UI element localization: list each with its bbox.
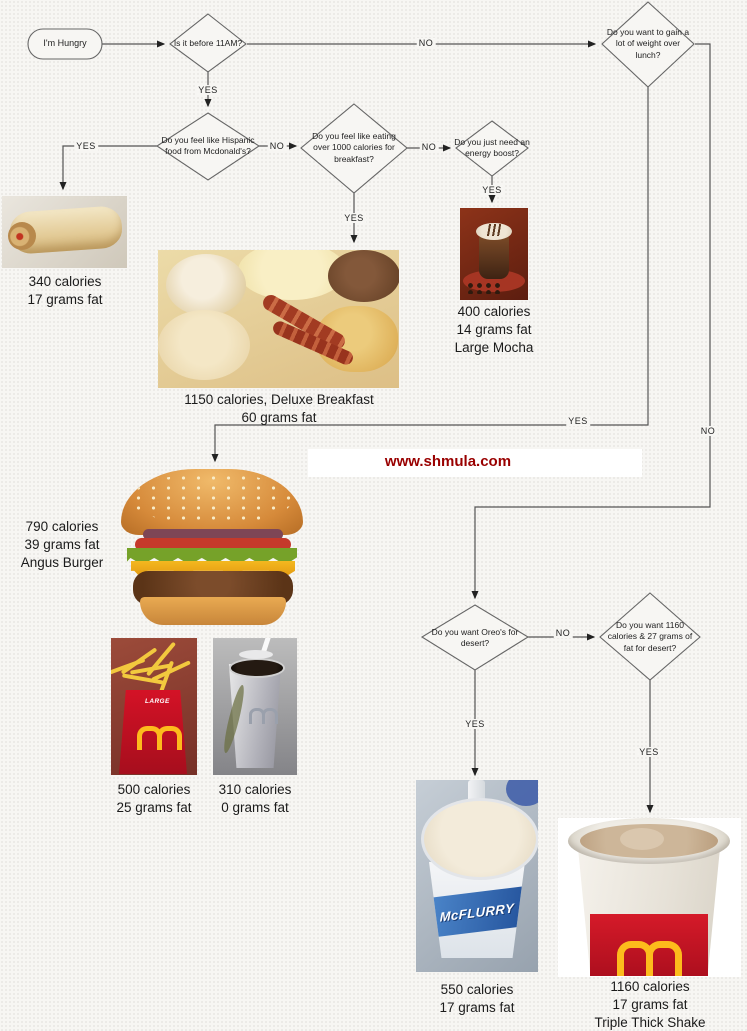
- mcflurry-photo: McFLURRY: [416, 780, 538, 972]
- edge-label-yes-hispanic: YES: [74, 141, 98, 151]
- fries-caption: 500 calories 25 grams fat: [116, 782, 192, 815]
- background-art: [506, 780, 538, 806]
- golden-arches-icon: [249, 708, 278, 724]
- edge-label-yes-fatdesert: YES: [637, 747, 661, 757]
- decision-oreos-shape: [420, 604, 530, 671]
- mcflurry-logo-text: McFLURRY: [439, 899, 515, 925]
- edge-label-yes-gainweight: YES: [566, 416, 590, 426]
- decision-energy-label: Do you just need an energy boost?: [454, 136, 530, 158]
- mcflurry-caption: 550 calories 17 grams fat: [439, 982, 515, 1015]
- edge-label-no-before11: NO: [416, 38, 436, 48]
- tomato-art: [135, 538, 291, 551]
- golden-arches-icon: [616, 941, 682, 976]
- decision-gainweight-label: Do you want to gain a lot of weight over…: [606, 27, 690, 60]
- decision-over1000-shape: [300, 103, 408, 194]
- decision-over1000-label: Do you feel like eating over 1000 calori…: [312, 131, 396, 164]
- decision-before11-shape: [169, 13, 247, 73]
- decision-hispanic-label: Do you feel like Hispanic food from Mcdo…: [161, 134, 255, 156]
- decision-energy-shape: [455, 120, 529, 177]
- edge-yes-hispanic-to-burrito: [59, 145, 157, 191]
- edge-no-gainweight-to-oreos: [471, 43, 711, 600]
- soda-photo: [213, 638, 297, 775]
- decision-hispanic-shape: [155, 112, 261, 181]
- coffee-beans-art: [466, 282, 500, 294]
- shake-photo: [558, 818, 741, 977]
- shake-caption: 1160 calories 17 grams fat Triple Thick …: [594, 979, 706, 1030]
- mocha-photo: [460, 208, 528, 300]
- edge-label-no-gainweight: NO: [698, 426, 718, 436]
- decision-oreos-label: Do you want Oreo's for desert?: [431, 626, 519, 648]
- edge-label-yes-energy: YES: [480, 185, 504, 195]
- decision-gainweight-shape: [601, 1, 695, 88]
- edge-label-no-over1000: NO: [419, 142, 439, 152]
- edge-label-yes-before11: YES: [196, 85, 220, 95]
- biscuit-art: [158, 310, 250, 380]
- burrito-photo: [2, 196, 127, 268]
- decision-before11-label: Is it before 11AM?: [173, 38, 243, 49]
- start-node-label: I'm Hungry: [43, 38, 87, 49]
- sausage-art: [328, 250, 399, 302]
- fries-photo: LARGE: [111, 638, 197, 775]
- angus-burger-photo: [113, 467, 310, 627]
- lid-ring-art: [239, 650, 273, 659]
- fries-box-text: LARGE: [145, 698, 170, 705]
- muffin-art: [166, 254, 246, 316]
- decision-fatdesert-shape: [599, 592, 701, 681]
- edge-label-no-hispanic: NO: [267, 141, 287, 151]
- bottom-bun-art: [140, 597, 286, 625]
- watermark-url: www.shmula.com: [384, 453, 512, 470]
- deluxe-breakfast-photo: [158, 250, 399, 388]
- golden-arches-icon: [137, 726, 182, 750]
- soda-caption: 310 calories 0 grams fat: [218, 782, 292, 815]
- mocha-caption: 400 calories 14 grams fat Large Mocha: [454, 304, 534, 355]
- burrito-filling-art: [8, 222, 36, 250]
- icecream-dome-art: [421, 798, 538, 880]
- edge-yes-gainweight-to-burger: [211, 87, 649, 463]
- mocha-cup-art: [479, 235, 509, 279]
- lettuce-art: [127, 548, 297, 565]
- chocolate-drizzle-art: [486, 224, 502, 236]
- mcflurry-band-art: McFLURRY: [429, 886, 525, 938]
- edge-label-no-oreos: NO: [553, 628, 573, 638]
- sesame-seeds-art: [131, 473, 293, 525]
- watermark-band: [308, 449, 642, 477]
- edge-label-yes-over1000: YES: [342, 213, 366, 223]
- start-node-shape: [27, 28, 103, 60]
- shake-blob-art: [620, 828, 664, 850]
- burrito-caption: 340 calories 17 grams fat: [27, 274, 103, 307]
- decision-fatdesert-label: Do you want 1160 calories & 27 grams of …: [607, 620, 693, 653]
- burger-caption: 790 calories 39 grams fat Angus Burger: [20, 519, 104, 570]
- breakfast-caption: 1150 calories, Deluxe Breakfast 60 grams…: [184, 392, 374, 425]
- cola-art: [229, 658, 285, 678]
- onion-art: [143, 529, 283, 540]
- shake-red-band-art: [590, 914, 708, 976]
- edge-label-yes-oreos: YES: [463, 719, 487, 729]
